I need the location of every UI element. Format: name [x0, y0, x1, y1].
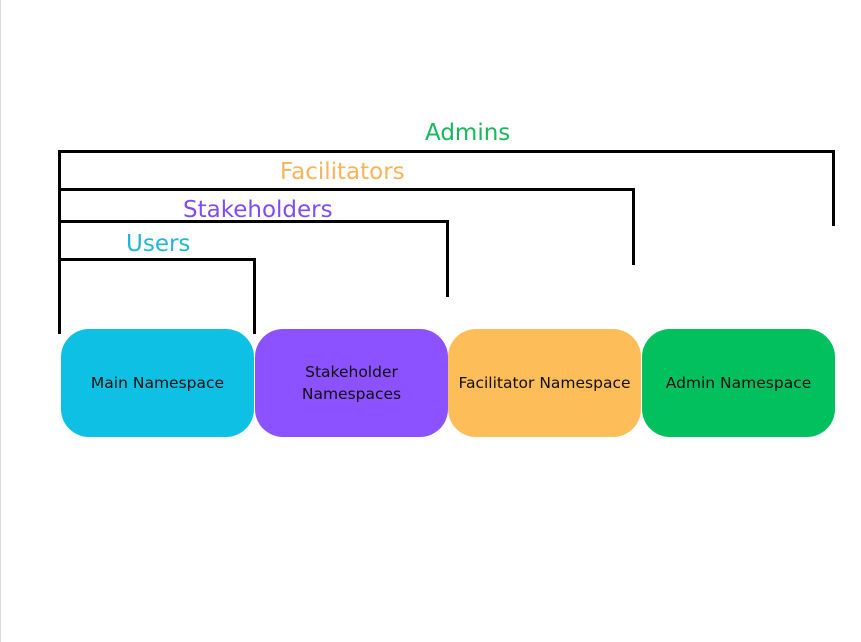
admins-label: Admins [425, 120, 511, 146]
admin-namespace-label: Admin Namespace [665, 374, 812, 392]
facilitator-namespace-box: Facilitator Namespace [448, 329, 641, 437]
admin-namespace-box: Admin Namespace [642, 329, 835, 437]
admins-bracket-right-line [832, 150, 835, 226]
bracket-left-spine [58, 150, 61, 334]
facilitators-label: Facilitators [280, 159, 405, 185]
users-bracket-top-line [58, 258, 256, 261]
canvas-left-border [0, 0, 1, 642]
facilitators-bracket-right-line [632, 188, 635, 265]
stakeholder-namespaces-box: Stakeholder Namespaces [255, 329, 448, 437]
main-namespace-label: Main Namespace [90, 374, 225, 392]
users-label: Users [126, 231, 191, 257]
users-bracket-right-line [253, 258, 256, 334]
facilitator-namespace-label: Facilitator Namespace [458, 374, 631, 392]
stakeholders-bracket-right-line [446, 220, 449, 297]
stakeholders-bracket-top-line [58, 220, 449, 223]
stakeholders-label: Stakeholders [183, 197, 333, 223]
stakeholder-namespaces-label: Stakeholder Namespaces [301, 363, 402, 403]
main-namespace-box: Main Namespace [61, 329, 254, 437]
facilitators-bracket-top-line [58, 188, 635, 191]
admins-bracket-top-line [58, 150, 835, 153]
